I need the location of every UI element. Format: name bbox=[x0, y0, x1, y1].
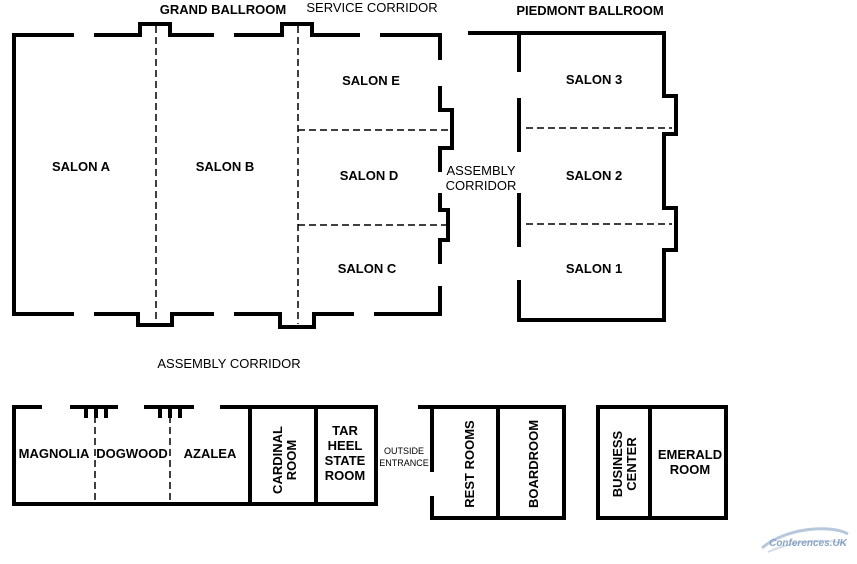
cardinal-room-label: CARDINAL ROOM bbox=[270, 426, 299, 494]
salon-d-label: SALON D bbox=[340, 168, 399, 183]
salon-3-label: SALON 3 bbox=[566, 72, 622, 87]
tar-heel-line1: TAR bbox=[332, 423, 358, 438]
salon-c-label: SALON C bbox=[338, 261, 397, 276]
emerald-room-line1: EMERALD bbox=[658, 447, 722, 462]
conferences-uk-logo: Conferences.UK bbox=[761, 527, 849, 553]
assembly-corridor-mid-line1: ASSEMBLY bbox=[446, 163, 515, 178]
salon-a-label: SALON A bbox=[52, 159, 111, 174]
business-center-label: BUSINESS CENTER bbox=[610, 430, 639, 497]
boardroom-label: BOARDROOM bbox=[526, 420, 541, 508]
piedmont-ballroom-label: PIEDMONT BALLROOM bbox=[516, 3, 663, 18]
service-corridor-label: SERVICE CORRIDOR bbox=[306, 0, 437, 15]
emerald-room-line2: ROOM bbox=[670, 462, 710, 477]
grand-ballroom-walls bbox=[12, 22, 454, 329]
magnolia-label: MAGNOLIA bbox=[19, 446, 90, 461]
salon-2-label: SALON 2 bbox=[566, 168, 622, 183]
tar-heel-line4: ROOM bbox=[325, 468, 365, 483]
lower-row-walls bbox=[12, 405, 728, 520]
tar-heel-line2: HEEL bbox=[328, 438, 363, 453]
business-center-line2: CENTER bbox=[624, 437, 639, 491]
dogwood-label: DOGWOOD bbox=[96, 446, 168, 461]
business-center-line1: BUSINESS bbox=[610, 430, 625, 497]
outside-entrance-line2: ENTRANCE bbox=[379, 458, 429, 468]
logo-text: Conferences.UK bbox=[769, 538, 848, 549]
piedmont-ballroom-walls bbox=[468, 31, 678, 322]
salon-e-label: SALON E bbox=[342, 73, 400, 88]
assembly-corridor-low-label: ASSEMBLY CORRIDOR bbox=[157, 356, 300, 371]
logo-swoosh-inner-icon bbox=[767, 539, 847, 553]
salon-b-label: SALON B bbox=[196, 159, 255, 174]
logo-swoosh-icon bbox=[761, 527, 849, 550]
cardinal-room-line2: ROOM bbox=[284, 440, 299, 480]
assembly-corridor-mid-line2: CORRIDOR bbox=[446, 178, 517, 193]
rest-rooms-label: REST ROOMS bbox=[462, 420, 477, 508]
salon-1-label: SALON 1 bbox=[566, 261, 622, 276]
azalea-label: AZALEA bbox=[184, 446, 237, 461]
rest-rooms-label-group: REST ROOMS bbox=[462, 420, 477, 508]
cardinal-room-line1: CARDINAL bbox=[270, 426, 285, 494]
outside-entrance-line1: OUTSIDE bbox=[384, 446, 424, 456]
tar-heel-line3: STATE bbox=[325, 453, 366, 468]
boardroom-label-group: BOARDROOM bbox=[526, 420, 541, 508]
grand-ballroom-label: GRAND BALLROOM bbox=[160, 2, 286, 17]
